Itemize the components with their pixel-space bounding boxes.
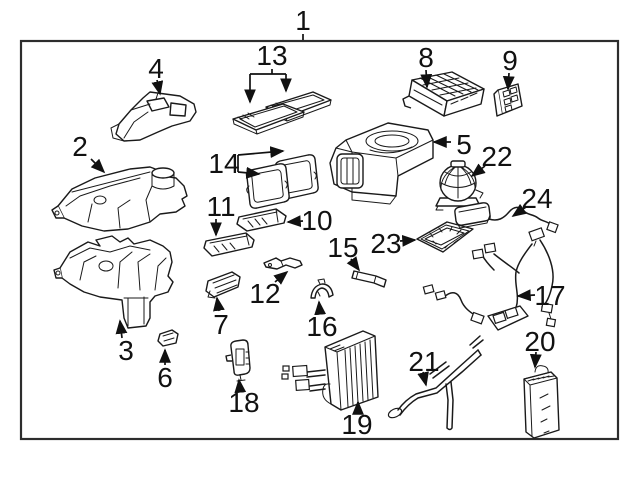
callout-24-label: 24 <box>521 183 552 214</box>
callout-14-label: 14 <box>208 148 239 179</box>
part-16-drawing <box>310 278 334 299</box>
callout-5-label: 5 <box>456 129 472 160</box>
part-23-drawing <box>416 221 474 253</box>
part-10-drawing <box>236 208 287 232</box>
part-21-drawing <box>387 335 484 431</box>
callout-2-label: 2 <box>72 131 88 162</box>
callout-8-label: 8 <box>418 42 434 73</box>
part-6-drawing <box>157 329 179 347</box>
part-22-drawing <box>435 160 484 211</box>
callout-6-label: 6 <box>157 362 173 393</box>
part-14-drawing <box>245 154 319 209</box>
part-11-drawing <box>203 232 255 257</box>
callout-9-label: 9 <box>502 45 518 76</box>
callout-10-label: 10 <box>301 205 332 236</box>
part-2-drawing <box>51 166 188 232</box>
callout-7-label: 7 <box>213 309 229 340</box>
part-20-drawing <box>523 365 560 439</box>
callout-23-label: 23 <box>370 228 401 259</box>
callout-19-label: 19 <box>341 409 372 440</box>
callout-3-label: 3 <box>118 335 134 366</box>
part-15-drawing <box>351 270 387 288</box>
part-3-drawing <box>53 235 174 329</box>
callout-20-label: 20 <box>524 326 555 357</box>
callout-12-label: 12 <box>249 278 280 309</box>
callout-11-label: 11 <box>206 191 235 222</box>
part-5-drawing <box>329 122 434 205</box>
callout-16-label: 16 <box>306 311 337 342</box>
callout-17-label: 17 <box>534 280 565 311</box>
callout-13-label: 13 <box>256 40 287 71</box>
part-19-drawing <box>281 330 379 411</box>
callout-1-label: 1 <box>295 5 311 36</box>
callout-18-label: 18 <box>228 387 259 418</box>
callout-labels: 1 2 3 4 5 6 7 8 9 10 11 12 13 14 15 16 1… <box>72 5 565 440</box>
part-4-drawing <box>110 91 197 142</box>
part-7-drawing <box>205 271 241 299</box>
callout-21-label: 21 <box>408 346 439 377</box>
callout-leaders <box>90 34 542 415</box>
callout-22-label: 22 <box>481 141 512 172</box>
part-13-drawing <box>232 91 332 135</box>
part-12-drawing <box>263 257 303 270</box>
part-17-drawing <box>422 227 557 331</box>
callout-4-label: 4 <box>148 53 164 84</box>
callout-15-label: 15 <box>327 232 358 263</box>
